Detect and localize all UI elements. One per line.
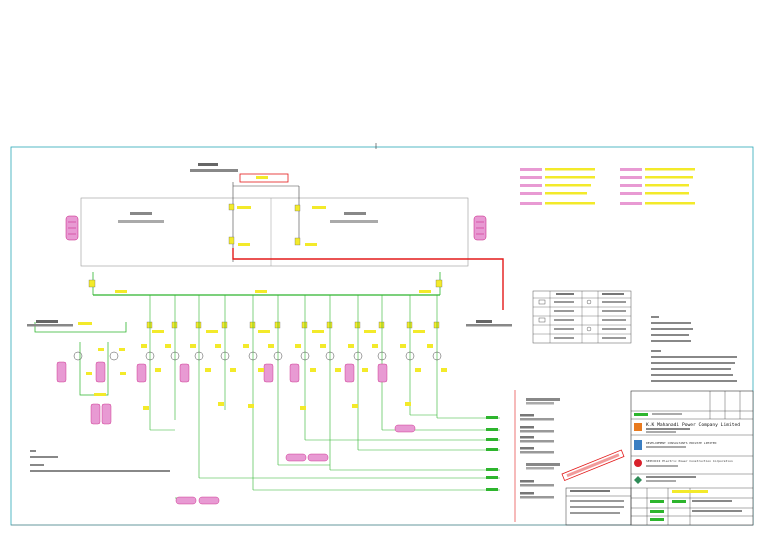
diagonal-stamp bbox=[561, 449, 625, 482]
left-bus-group bbox=[27, 320, 127, 425]
switchboard-upper bbox=[80, 197, 469, 267]
outgoing-feeders bbox=[486, 390, 560, 522]
company-logo-icon bbox=[634, 423, 642, 484]
main-busbar bbox=[88, 272, 443, 296]
bus-breakers bbox=[146, 321, 440, 333]
revision-block bbox=[565, 487, 632, 526]
load-panels bbox=[136, 363, 416, 505]
legend-tags bbox=[520, 168, 695, 205]
incoming-supply bbox=[190, 163, 326, 262]
owner-name: K.K Mahanadi Power Company Limited bbox=[646, 422, 740, 428]
panel-right bbox=[473, 215, 487, 241]
panel-left bbox=[65, 215, 79, 241]
red-tie-feeder bbox=[232, 248, 504, 310]
feeder-verticals bbox=[149, 295, 438, 490]
symbol-legend-table bbox=[532, 290, 632, 344]
motor-circles bbox=[145, 351, 442, 361]
feeder-tags bbox=[141, 344, 447, 410]
consultant-name: DEVELOPMENT CONSULTANTS PRIVATE LIMITED bbox=[646, 441, 717, 445]
notes-left bbox=[30, 450, 170, 472]
title-block: K.K Mahanadi Power Company Limited DEVEL… bbox=[630, 390, 754, 526]
notes-right bbox=[651, 316, 737, 382]
contractor-name: SEPCOIII Electric Power Construction Cor… bbox=[646, 459, 733, 463]
incoming-red-box bbox=[239, 173, 289, 183]
